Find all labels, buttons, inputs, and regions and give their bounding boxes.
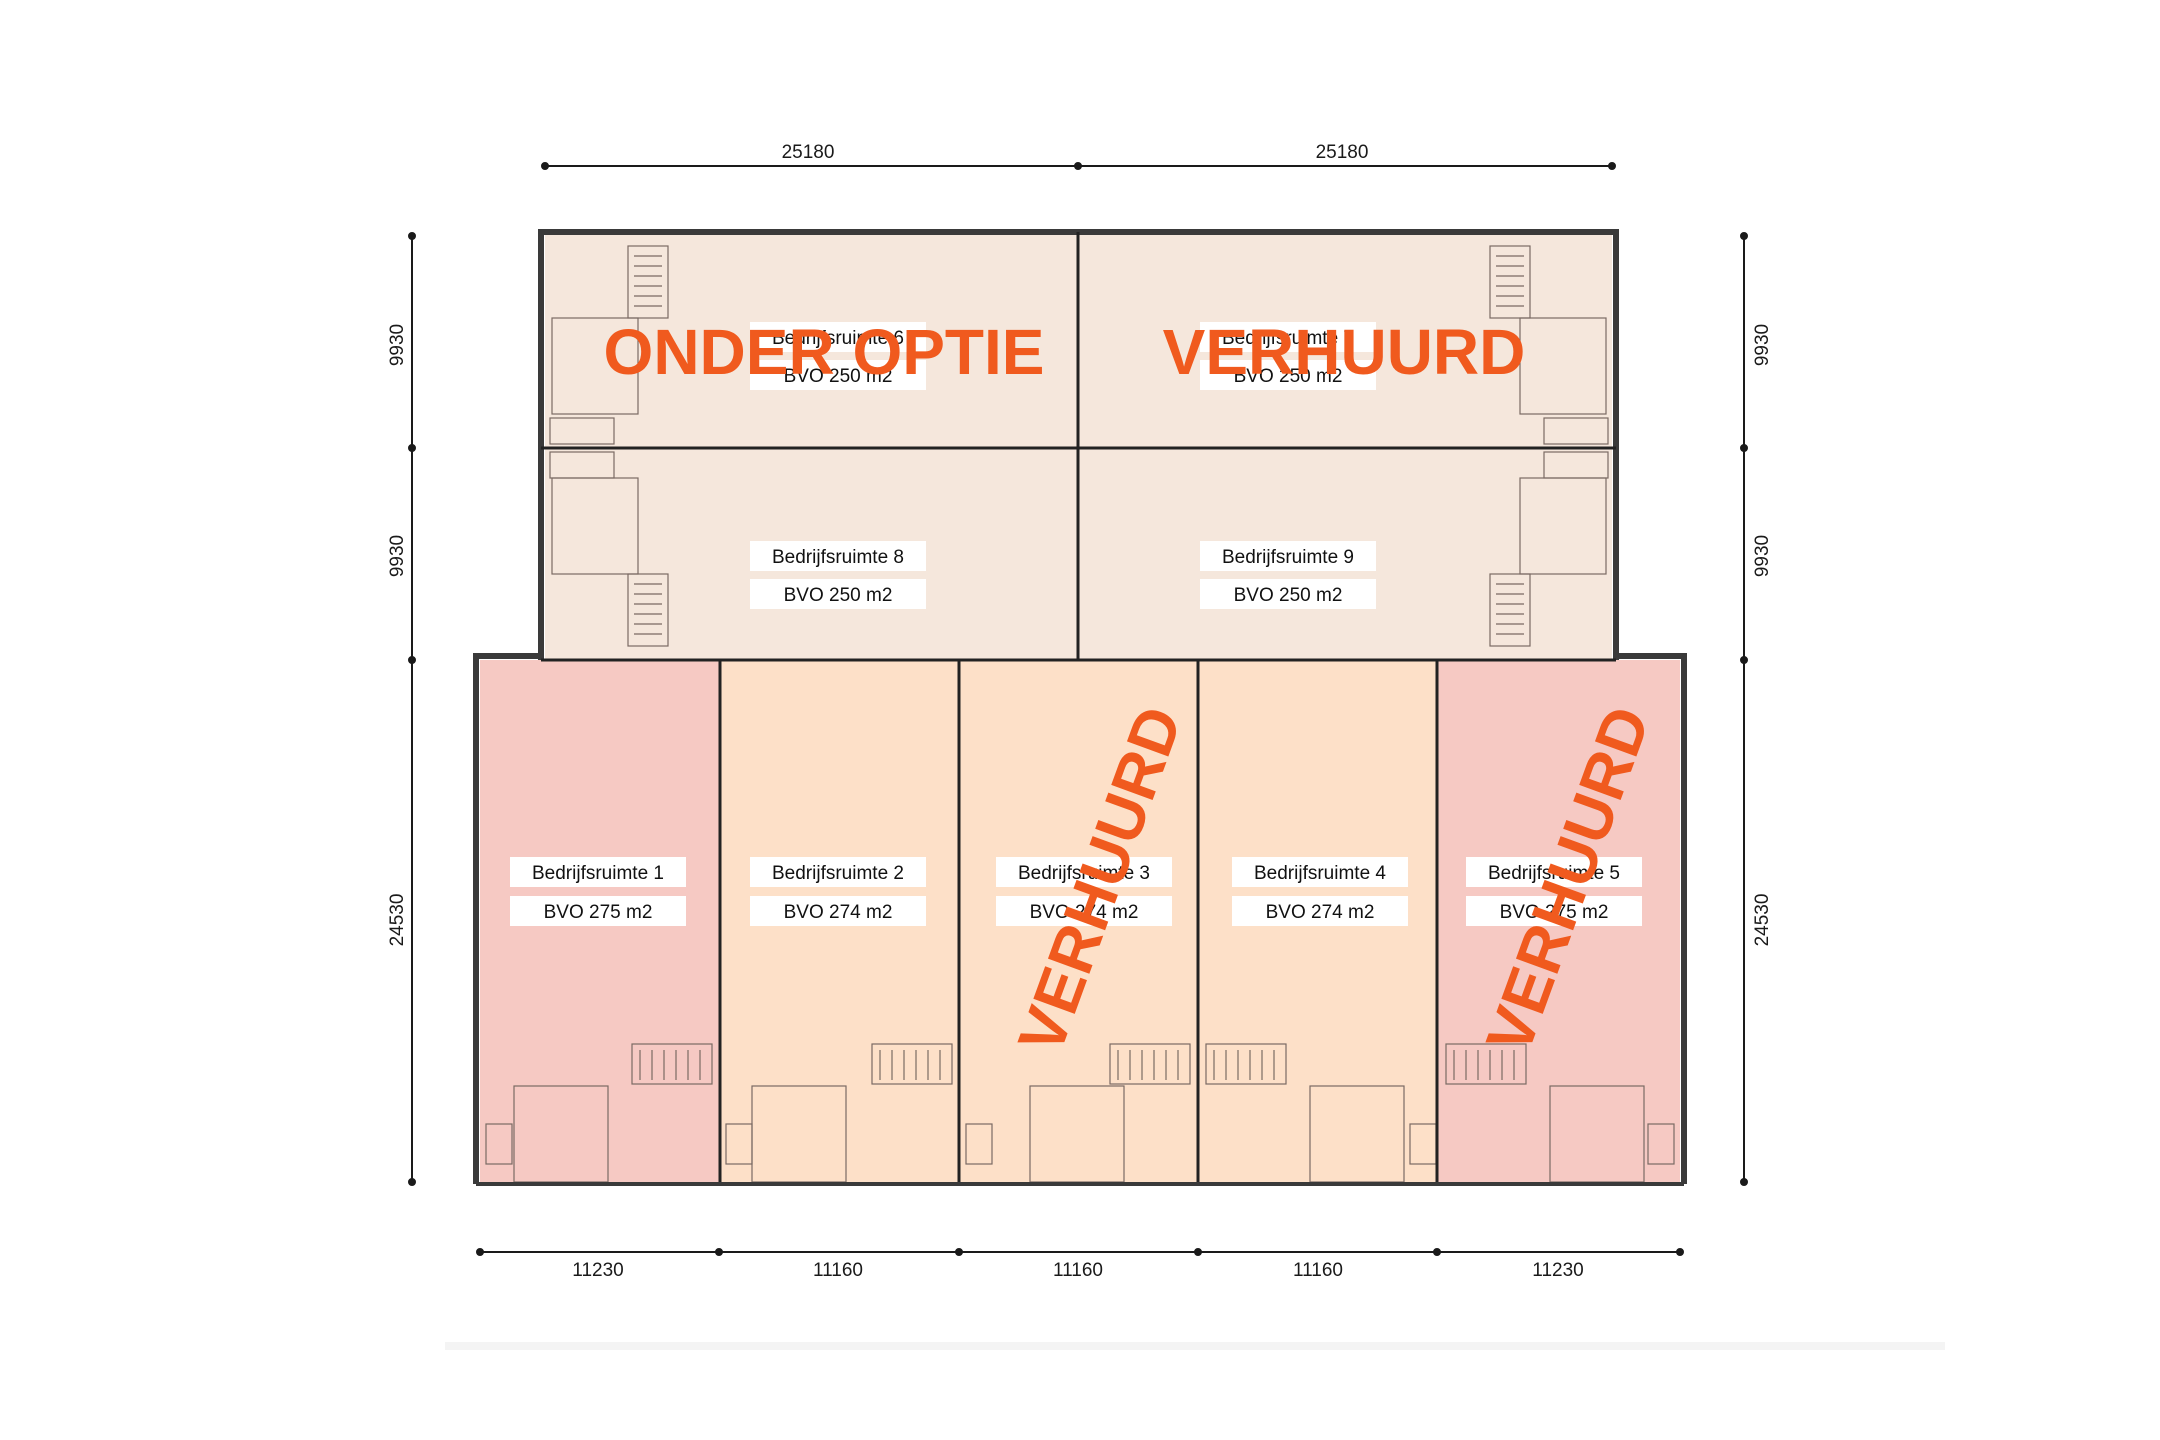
unit-6-area-label: BVO 250 m2	[784, 366, 893, 387]
dim-left-1: 9930	[387, 324, 408, 366]
dim-bottom-3: 11160	[1053, 1260, 1103, 1281]
dim-right-2: 9930	[1752, 535, 1773, 577]
unit-7-area-label: BVO 250 m2	[1234, 366, 1343, 387]
dim-bottom-1: 11230	[572, 1260, 623, 1281]
bottom-band	[445, 1342, 1945, 1350]
dim-top-1: 25180	[782, 142, 835, 163]
dim-top-2: 25180	[1316, 142, 1369, 163]
unit-8-name: Bedrijfsruimte 8	[772, 547, 904, 568]
unit-8-area-label: BVO 250 m2	[784, 585, 893, 606]
interior-details	[485, 245, 1675, 1183]
dim-right-3: 24530	[1752, 894, 1773, 947]
unit-9-name: Bedrijfsruimte 9	[1222, 547, 1354, 568]
dim-bottom-4: 11160	[1293, 1260, 1343, 1281]
walls	[473, 229, 1687, 1186]
unit-3-area-label: BVO 274 m2	[1030, 902, 1139, 923]
unit-1-name: Bedrijfsruimte 1	[532, 863, 664, 884]
dimension-labels: 25180 25180 11230 11160 11160 11160 1123…	[387, 142, 1773, 1281]
unit-9-area-label: BVO 250 m2	[1234, 585, 1343, 606]
dim-left-3: 24530	[387, 894, 408, 947]
unit-1-area-label: BVO 275 m2	[544, 902, 653, 923]
dim-left-2: 9930	[387, 535, 408, 577]
stamp-unit7: VERHUURD	[1163, 316, 1526, 388]
unit-2-name: Bedrijfsruimte 2	[772, 863, 904, 884]
unit-2-area-label: BVO 274 m2	[784, 902, 893, 923]
dim-right-1: 9930	[1752, 324, 1773, 366]
unit-6-name: Bedrijfsruimte 6	[772, 328, 904, 349]
unit-3-name: Bedrijfsruimte 3	[1018, 863, 1150, 884]
unit-7-name: Bedrijfsruimte 7	[1222, 328, 1354, 349]
unit-labels: Bedrijfsruimte 6 BVO 250 m2 Bedrijfsruim…	[510, 322, 1642, 926]
unit-5-name: Bedrijfsruimte 5	[1488, 863, 1620, 884]
dimension-lines	[408, 162, 1748, 1256]
dim-bottom-2: 11160	[813, 1260, 863, 1281]
unit-5-area-label: BVO 275 m2	[1500, 902, 1609, 923]
dim-bottom-5: 11230	[1532, 1260, 1583, 1281]
unit-4-name: Bedrijfsruimte 4	[1254, 863, 1386, 884]
stamp-unit6: ONDER OPTIE	[604, 316, 1045, 388]
unit-4-area-label: BVO 274 m2	[1266, 902, 1375, 923]
